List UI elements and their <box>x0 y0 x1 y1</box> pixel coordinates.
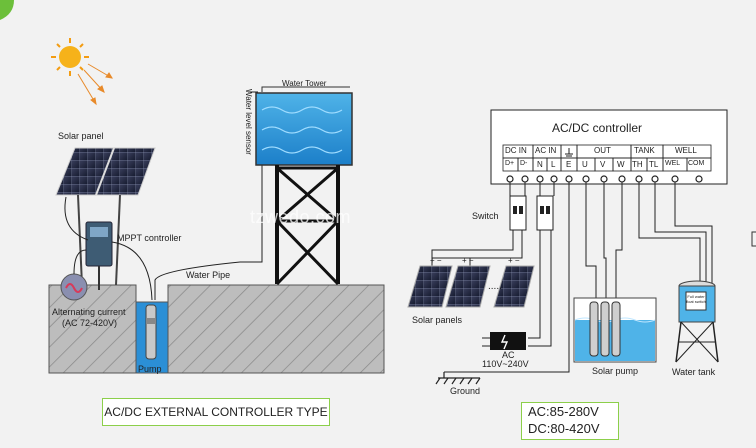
spec-dc: DC:80-420V <box>528 421 600 436</box>
solar-panel-label: Solar panel <box>58 131 104 141</box>
ground-block-right <box>167 284 385 374</box>
ac-source-icon <box>482 332 526 350</box>
svg-text:.....: ..... <box>488 281 502 292</box>
terminal-wel: WEL <box>665 160 681 167</box>
spec-ac: AC:85-280V <box>528 404 599 419</box>
ac-label: AC <box>502 350 515 360</box>
controller-box <box>490 109 728 185</box>
ground-label: Ground <box>450 386 481 396</box>
water-tower-icon <box>255 86 353 286</box>
terminal-dminus: D- <box>520 160 528 167</box>
ac-range-label: 110V~240V <box>482 359 529 369</box>
terminal-dplus: D+ <box>505 160 515 167</box>
ground-block-left <box>48 284 137 374</box>
group-ac-in: AC IN <box>535 146 557 155</box>
ground-icon <box>435 372 481 385</box>
group-well: WELL <box>675 146 697 155</box>
solar-panels-array-icon: ..... + − + − + − <box>407 256 535 308</box>
voltage-spec-box: AC:85-280V DC:80-420V <box>521 402 619 440</box>
pump-icon <box>145 304 157 360</box>
terminal-th: TH <box>632 160 643 169</box>
terminal-l: L <box>551 160 556 169</box>
switch-ac-icon <box>536 195 554 231</box>
solar-panels-label: Solar panels <box>412 315 463 325</box>
solar-pump-icon <box>573 297 657 363</box>
watermark: tzwedo.com <box>250 207 352 227</box>
water-level-sensor-label: Water level sensor <box>244 89 253 155</box>
water-tank-label: Water tank <box>672 367 716 377</box>
group-tank: TANK <box>634 146 655 155</box>
terminal-grid <box>502 144 712 172</box>
pump-label: Pump <box>138 364 162 374</box>
water-pipe-label: Water Pipe <box>186 270 231 280</box>
solar-pump-label: Solar pump <box>592 366 639 376</box>
terminal-e: E <box>566 160 572 169</box>
ac-current-label: Alternating current <box>52 307 126 317</box>
svg-text:+ −: + − <box>462 256 474 265</box>
svg-text:+ −: + − <box>508 256 520 265</box>
solar-panel-icon <box>55 147 156 286</box>
controller-title: AC/DC controller <box>552 121 643 135</box>
ac-supply-icon <box>60 273 88 301</box>
switch-dc-icon <box>509 195 527 231</box>
edge-bracket <box>751 231 756 247</box>
terminal-n: N <box>537 160 543 169</box>
ac-voltage-label: (AC 72-420V) <box>62 318 118 328</box>
terminal-com: COM <box>688 160 705 167</box>
group-out: OUT <box>594 146 611 155</box>
terminal-v: V <box>600 160 606 169</box>
sun-icon <box>51 38 113 106</box>
controller-type-caption: AC/DC EXTERNAL CONTROLLER TYPE <box>102 398 330 426</box>
mppt-controller-icon <box>85 221 113 290</box>
water-tower-label: Water Tower <box>282 79 327 88</box>
float-switch-label: Full water float switch <box>686 294 706 304</box>
svg-text:+ −: + − <box>430 256 442 265</box>
group-dc-in: DC IN <box>505 146 527 155</box>
mppt-controller-label: MPPT controller <box>117 233 182 243</box>
terminal-tl: TL <box>649 160 659 169</box>
earth-symbol-icon <box>565 148 573 157</box>
water-tank-icon <box>675 280 719 363</box>
terminal-u: U <box>582 160 588 169</box>
terminal-w: W <box>617 160 625 169</box>
corner-badge-icon <box>0 0 14 20</box>
switch-label: Switch <box>472 211 499 221</box>
